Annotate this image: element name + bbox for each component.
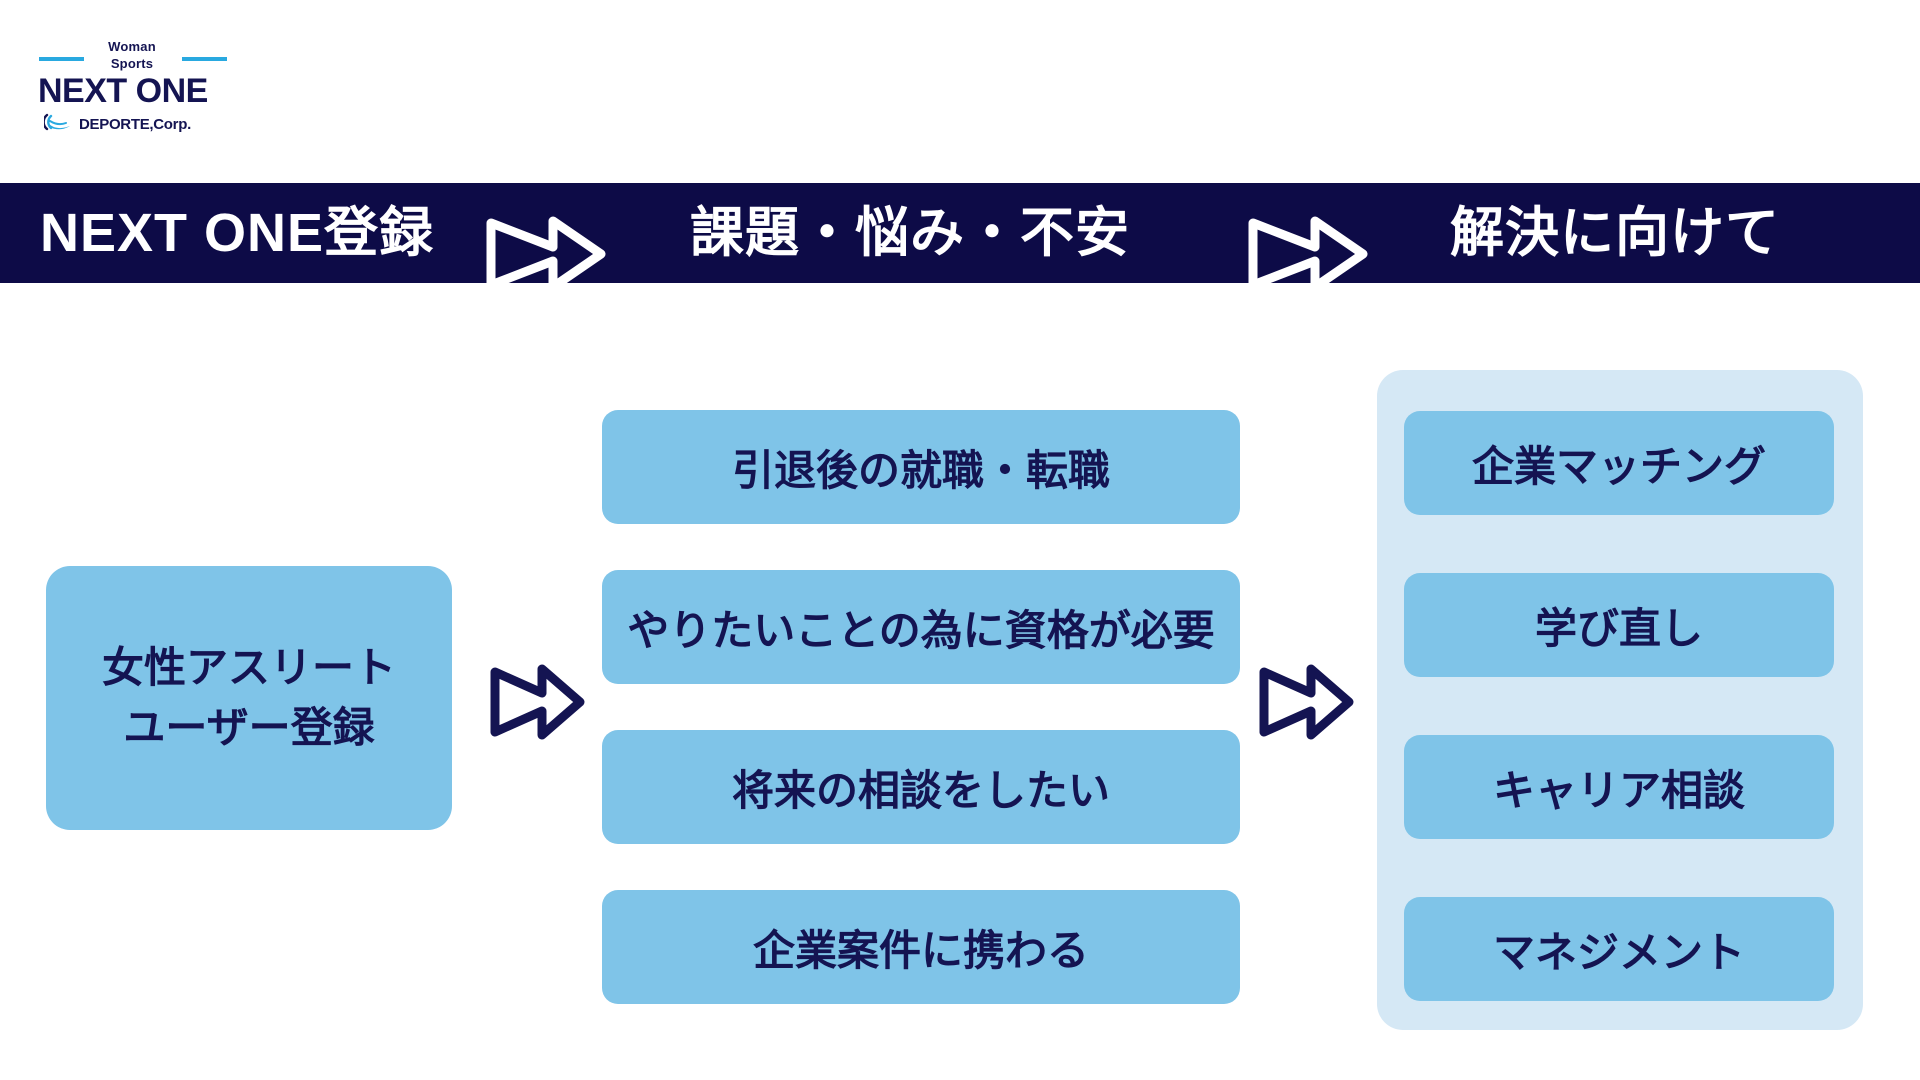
issue-box-3-label: 将来の相談をしたい (731, 766, 1110, 814)
logo-tagline-line1: Woman (108, 39, 156, 54)
logo-tagline: Woman Sports (86, 38, 178, 72)
issue-box-4-label: 企業案件に携わる (752, 926, 1089, 974)
logo-brand-name: NEXT ONE (38, 72, 208, 110)
logo-company-name: DEPORTE,Corp. (79, 116, 191, 133)
issue-box-2-label: やりたいことの為に資格が必要 (627, 606, 1215, 654)
header-step-1: NEXT ONE登録 (40, 203, 435, 263)
header-step-2: 課題・悩み・不安 (690, 203, 1130, 263)
header-arrow-2 (1245, 209, 1370, 304)
header-step-3: 解決に向けて (1450, 203, 1780, 263)
issue-box-1-label: 引退後の就職・転職 (731, 446, 1110, 494)
issue-box-4[interactable]: 企業案件に携わる (602, 890, 1240, 1004)
solution-box-1-label: 企業マッチング (1471, 442, 1766, 490)
logo-rule-right (182, 57, 227, 61)
process-header-band: NEXT ONE登録 課題・悩み・不安 解決に向けて (0, 183, 1920, 292)
solution-box-2[interactable]: 学び直し (1404, 573, 1834, 677)
start-box-user-registration[interactable]: 女性アスリート ユーザー登録 (46, 566, 452, 830)
solution-box-2-label: 学び直し (1534, 604, 1703, 652)
logo-company-row: DEPORTE,Corp. (42, 112, 191, 137)
start-box-text: 女性アスリート ユーザー登録 (102, 638, 396, 758)
flow-arrow-1 (487, 658, 587, 751)
logo-rule-left (39, 57, 84, 61)
issue-box-1[interactable]: 引退後の就職・転職 (602, 410, 1240, 524)
solution-box-1[interactable]: 企業マッチング (1404, 411, 1834, 515)
issue-box-3[interactable]: 将来の相談をしたい (602, 730, 1240, 844)
solution-box-3[interactable]: キャリア相談 (1404, 735, 1834, 839)
start-box-line1: 女性アスリート (101, 644, 396, 691)
logo-tagline-line2: Sports (110, 56, 154, 71)
header-arrow-1 (483, 209, 608, 304)
start-box-line2: ユーザー登録 (123, 704, 375, 751)
issue-box-2[interactable]: やりたいことの為に資格が必要 (602, 570, 1240, 684)
logo-tagline-block: Woman Sports (36, 38, 227, 76)
wave-icon (42, 112, 74, 137)
flow-arrow-2 (1256, 658, 1356, 751)
solution-box-4[interactable]: マネジメント (1404, 897, 1834, 1001)
brand-logo: Woman Sports NEXT ONE DEPORTE,Corp. (36, 38, 236, 133)
solution-box-3-label: キャリア相談 (1492, 766, 1745, 814)
solution-box-4-label: マネジメント (1492, 928, 1745, 976)
